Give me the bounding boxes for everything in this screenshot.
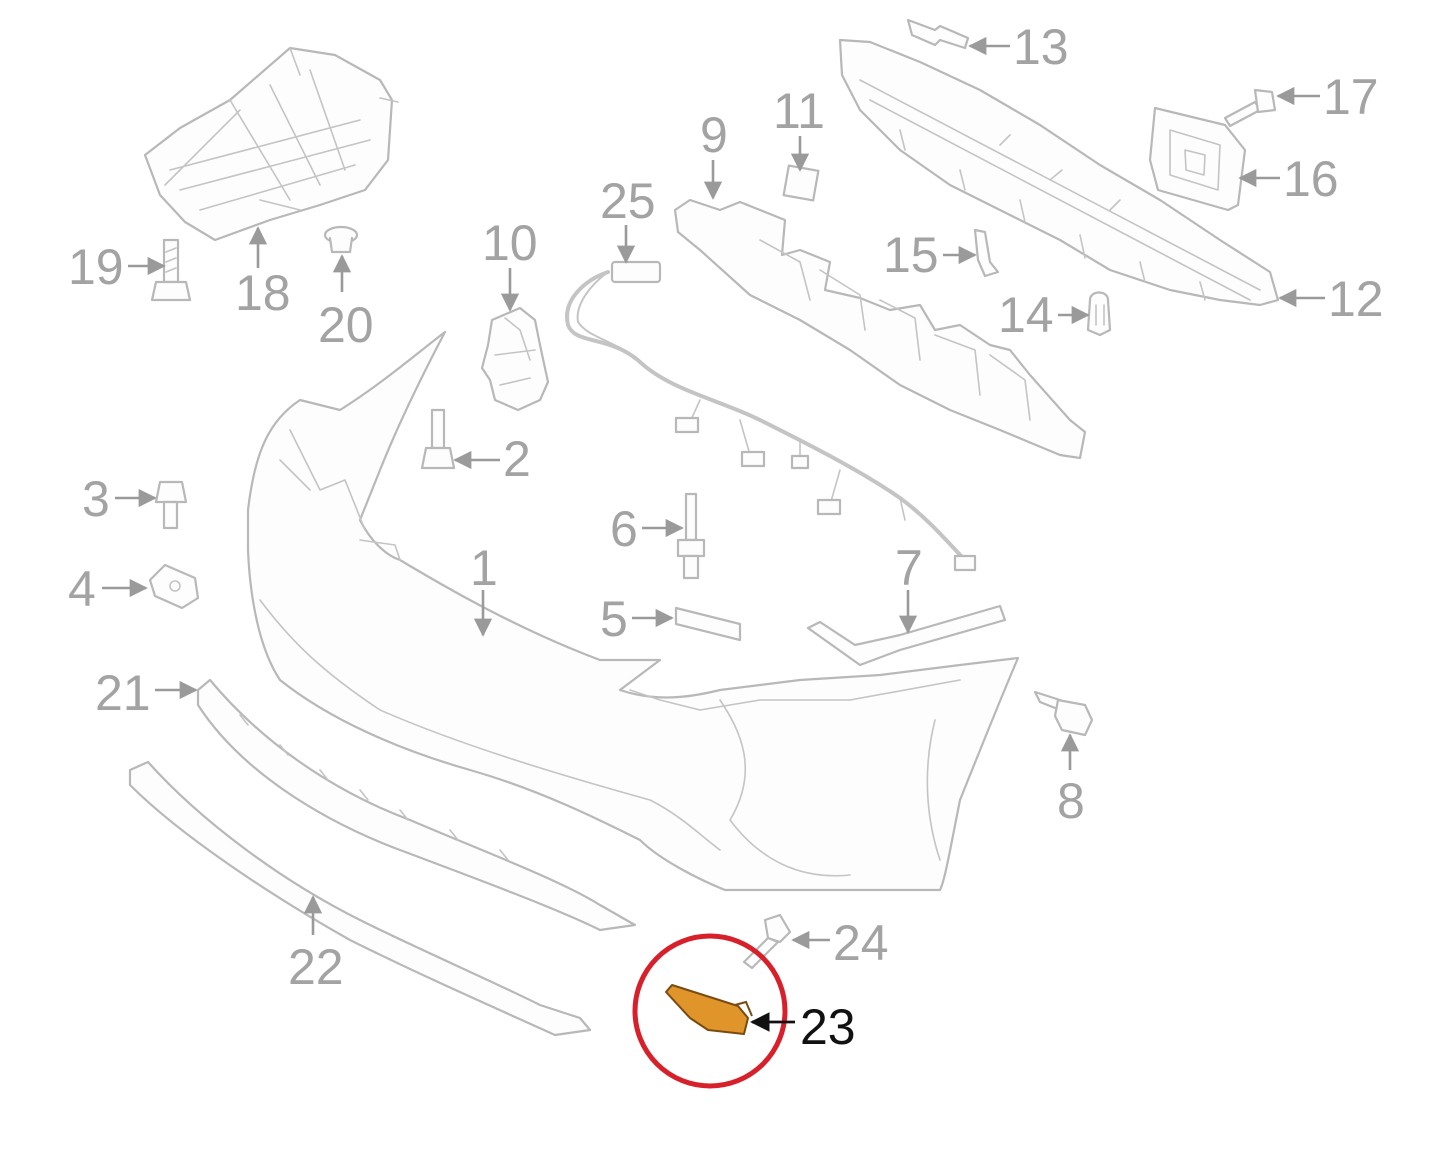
callout-8: 8 (1057, 773, 1085, 829)
part-11-pad (782, 164, 820, 202)
part-18-undercover (143, 46, 399, 242)
callout-1: 1 (470, 540, 498, 596)
callout-25: 25 (600, 173, 656, 229)
callout-24: 24 (833, 915, 889, 971)
part-7-trim (806, 604, 1007, 667)
part-10-bracket (480, 306, 550, 412)
part-1-bumper-cover (246, 330, 1020, 892)
callout-7: 7 (895, 540, 923, 596)
part-9-energy-absorber (673, 198, 1087, 460)
part-23-highlighted (665, 984, 753, 1035)
part-17-bolt (1223, 88, 1277, 128)
callout-5: 5 (600, 591, 628, 647)
callout-6: 6 (610, 501, 638, 557)
part-8-bolt (1033, 690, 1094, 737)
part-12-reinforcement-beam (838, 38, 1280, 307)
callout-23: 23 (800, 999, 856, 1055)
callout-15: 15 (883, 227, 939, 283)
part-4-nut (148, 563, 200, 610)
callout-10: 10 (482, 215, 538, 271)
callout-11: 11 (773, 83, 825, 139)
callout-17: 17 (1323, 69, 1379, 125)
callout-2: 2 (503, 431, 531, 487)
callout-3: 3 (82, 471, 110, 527)
part-25-wiring-harness (565, 260, 977, 572)
callout-19: 19 (68, 239, 124, 295)
callout-numbers: 1 2 3 4 5 6 7 8 9 10 11 12 13 14 15 16 1… (68, 19, 1384, 1055)
part-22-lower-strip (128, 760, 592, 1037)
part-13-clip (906, 18, 970, 50)
part-5-pad (674, 606, 742, 642)
callout-13: 13 (1013, 19, 1069, 75)
callout-12: 12 (1328, 271, 1384, 327)
part-2-bolt (420, 408, 456, 470)
part-3-bolt (154, 480, 188, 530)
callout-18: 18 (235, 265, 291, 321)
callout-14: 14 (998, 287, 1054, 343)
callout-22: 22 (288, 939, 344, 995)
callout-16: 16 (1283, 151, 1339, 207)
callout-4: 4 (68, 561, 96, 617)
part-19-bolt (150, 238, 192, 302)
part-21-lower-garnish (196, 678, 637, 932)
leader-lines (102, 36, 1325, 1032)
part-20-clip (323, 225, 359, 254)
callout-9: 9 (700, 107, 728, 163)
part-16-bracket (1148, 106, 1247, 212)
part-14-clip (1086, 291, 1112, 337)
part-15-clip (973, 228, 1000, 278)
part-6-stud (676, 492, 706, 580)
highlight-ring (632, 933, 788, 1089)
callout-20: 20 (318, 297, 374, 353)
callout-21: 21 (95, 665, 151, 721)
